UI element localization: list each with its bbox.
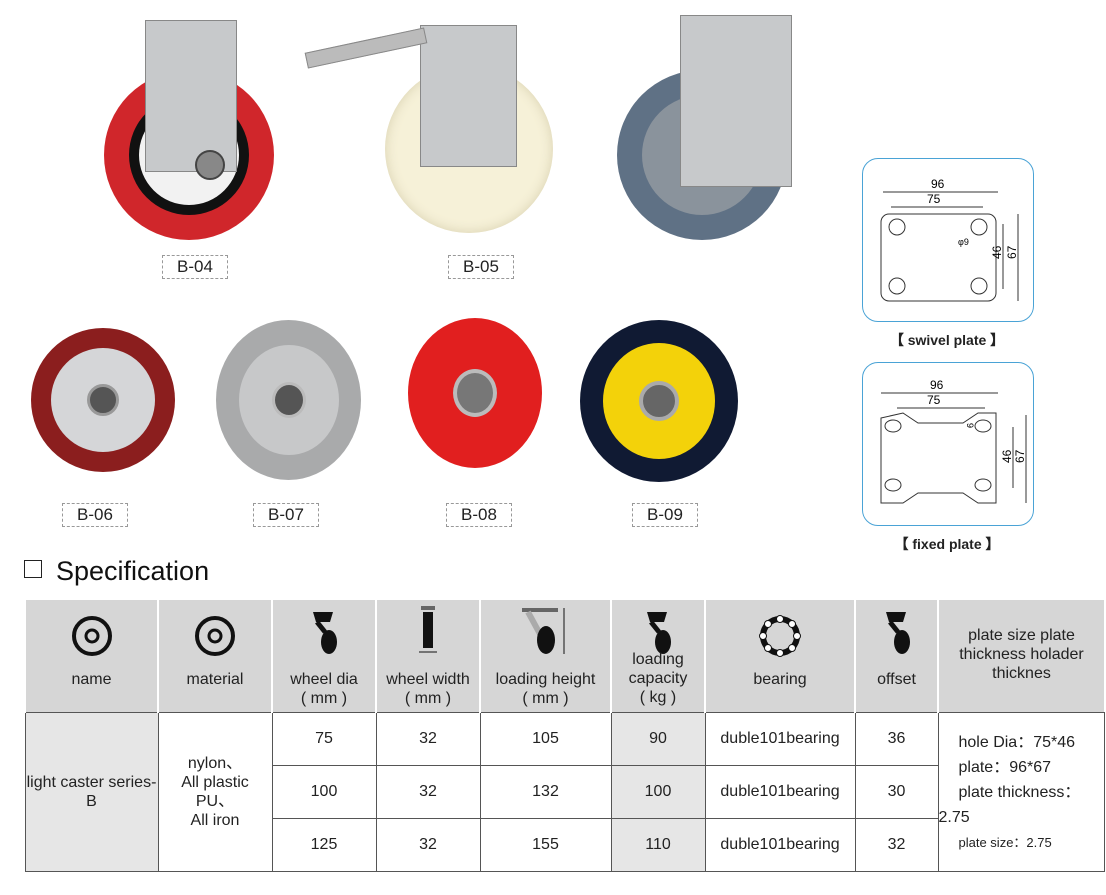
plate-info-line: hole Dia：75*46 xyxy=(958,733,1076,751)
wheel-image-b06 xyxy=(31,328,175,472)
product-label: B-07 xyxy=(253,503,319,527)
plate-info-cell: hole Dia：75*46 plate：96*67 plate thickne… xyxy=(937,712,1105,872)
bearing-cell: duble101bearing xyxy=(704,712,856,766)
bearing-icon xyxy=(706,600,854,658)
column-header-label: wheel width( mm ) xyxy=(386,671,470,707)
dim-hole-width: 75 xyxy=(927,192,941,206)
column-header: loading height( mm ) xyxy=(479,600,611,713)
fixed-plate-diagram: 96 75 9 46 67 xyxy=(862,362,1034,526)
wheel-width-cell: 32 xyxy=(375,818,481,872)
swivel-plate-diagram: 96 75 φ9 46 67 xyxy=(862,158,1034,322)
offset-cell: 30 xyxy=(854,765,939,819)
column-header: material xyxy=(157,600,272,713)
wheel-width-icon xyxy=(377,600,479,658)
caster-icon xyxy=(856,600,937,658)
bracket-b05 xyxy=(420,25,517,167)
product-label: B-09 xyxy=(632,503,698,527)
bearing-cell: duble101bearing xyxy=(704,765,856,819)
header-row: name material wheel dia( mm ) wheel width( … xyxy=(24,600,1104,713)
dim-hole-dia: φ9 xyxy=(958,237,969,247)
offset-cell: 32 xyxy=(854,818,939,872)
column-header-label: offset xyxy=(877,671,916,688)
material-line: nylon、 xyxy=(187,755,243,772)
dim-outer-width: 96 xyxy=(930,378,944,392)
plate-info-line: 2.75 xyxy=(938,808,970,826)
axle-b04 xyxy=(195,150,225,180)
material-line: All iron xyxy=(190,812,240,829)
checkbox-icon xyxy=(24,560,42,578)
loading-height-cell: 105 xyxy=(479,712,612,766)
column-header: name xyxy=(24,600,158,713)
bracket-brake xyxy=(680,15,792,187)
dim-outer-height: 67 xyxy=(1013,449,1027,463)
fixed-plate-label: 【 fixed plate 】 xyxy=(894,536,1000,552)
bracket-b04 xyxy=(145,20,237,172)
column-header: plate size plate thickness holader thick… xyxy=(937,600,1104,713)
name-cell: light caster series-B xyxy=(24,712,159,872)
material-line: All plastic xyxy=(181,774,249,791)
section-title-text: Specification xyxy=(56,556,210,586)
wheel-width-cell: 32 xyxy=(375,765,481,819)
product-label: B-04 xyxy=(162,255,228,279)
material-line: PU、 xyxy=(195,793,235,810)
wheel-dia-cell: 75 xyxy=(271,712,377,766)
plate-info-line: plate size：2.75 xyxy=(958,834,1052,850)
product-label: B-08 xyxy=(446,503,512,527)
swivel-plate-label: 【 swivel plate 】 xyxy=(889,332,1005,348)
dim-hole-dia: 9 xyxy=(965,423,975,428)
offset-cell: 36 xyxy=(854,712,939,766)
loading-height-cell: 155 xyxy=(479,818,612,872)
dim-outer-width: 96 xyxy=(931,177,945,191)
dim-hole-height: 46 xyxy=(990,245,1004,259)
column-header-label: loading capacity( kg ) xyxy=(628,651,688,706)
wheel-image-b09 xyxy=(580,320,738,482)
table-row: 100 32 132 100 duble101bearing 30 xyxy=(25,765,1104,819)
product-label: B-05 xyxy=(448,255,514,279)
loading-height-cell: 132 xyxy=(479,765,612,819)
section-title: Specification xyxy=(24,556,209,587)
capacity-cell: 90 xyxy=(610,712,706,766)
wheel-icon xyxy=(159,600,271,658)
column-header: wheel dia( mm ) xyxy=(271,600,376,713)
wheel-width-cell: 32 xyxy=(375,712,481,766)
plate-info-line: plate thickness： xyxy=(958,783,1081,801)
column-header-label: material xyxy=(186,671,244,688)
product-label: B-06 xyxy=(62,503,128,527)
dim-outer-height: 67 xyxy=(1005,245,1019,259)
capacity-cell: 100 xyxy=(610,765,706,819)
column-header-label: plate size plate thickness holader thick… xyxy=(959,627,1084,682)
column-header: loading capacity( kg ) xyxy=(610,600,705,713)
column-header-label: loading height( mm ) xyxy=(495,671,596,707)
capacity-cell: 110 xyxy=(610,818,706,872)
column-header-label: name xyxy=(71,671,112,688)
dim-hole-width: 75 xyxy=(927,393,941,407)
wheel-dia-cell: 100 xyxy=(271,765,377,819)
wheel-icon xyxy=(26,600,157,658)
column-header: bearing xyxy=(704,600,855,713)
column-header: offset xyxy=(854,600,938,713)
bearing-cell: duble101bearing xyxy=(704,818,856,872)
brake-b05 xyxy=(304,27,428,69)
plate-info-line: plate：96*67 xyxy=(958,758,1052,776)
column-header: wheel width( mm ) xyxy=(375,600,480,713)
caster-icon xyxy=(273,600,375,658)
wheel-image-b07 xyxy=(216,320,361,480)
column-header-label: bearing xyxy=(753,671,807,688)
wheel-image-b08 xyxy=(408,318,542,468)
dim-hole-height: 46 xyxy=(1000,449,1014,463)
column-header-label: wheel dia( mm ) xyxy=(290,671,358,707)
loading-height-icon xyxy=(481,600,610,658)
table-row: 125 32 155 110 duble101bearing 32 xyxy=(25,818,1104,872)
caster-icon xyxy=(612,600,704,658)
wheel-dia-cell: 125 xyxy=(271,818,377,872)
spec-table: name material wheel dia( mm ) wheel width( … xyxy=(24,600,1105,872)
